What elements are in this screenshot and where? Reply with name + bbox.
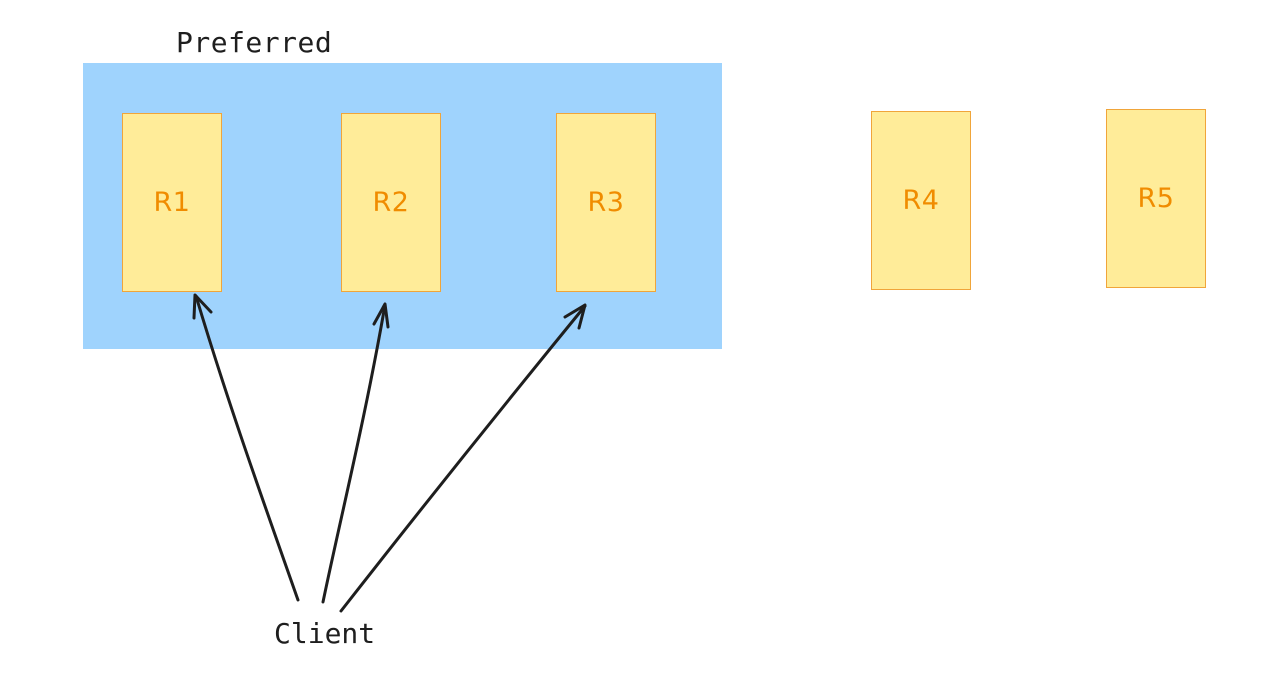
replica-r1-label: R1 [153,187,191,218]
replica-r2-label: R2 [372,187,410,218]
arrow-client-to-r3 [339,304,587,613]
arrow-client-to-r2 [321,303,387,604]
client-label: Client [274,617,376,650]
replica-r4-label: R4 [902,185,940,216]
replica-r5: R5 [1106,109,1206,288]
preferred-group-title: Preferred [176,26,333,59]
replica-r2: R2 [341,113,441,292]
replica-r3: R3 [556,113,656,292]
replica-r1: R1 [122,113,222,292]
replica-r4: R4 [871,111,971,290]
replica-r5-label: R5 [1137,183,1175,214]
replica-r3-label: R3 [587,187,625,218]
